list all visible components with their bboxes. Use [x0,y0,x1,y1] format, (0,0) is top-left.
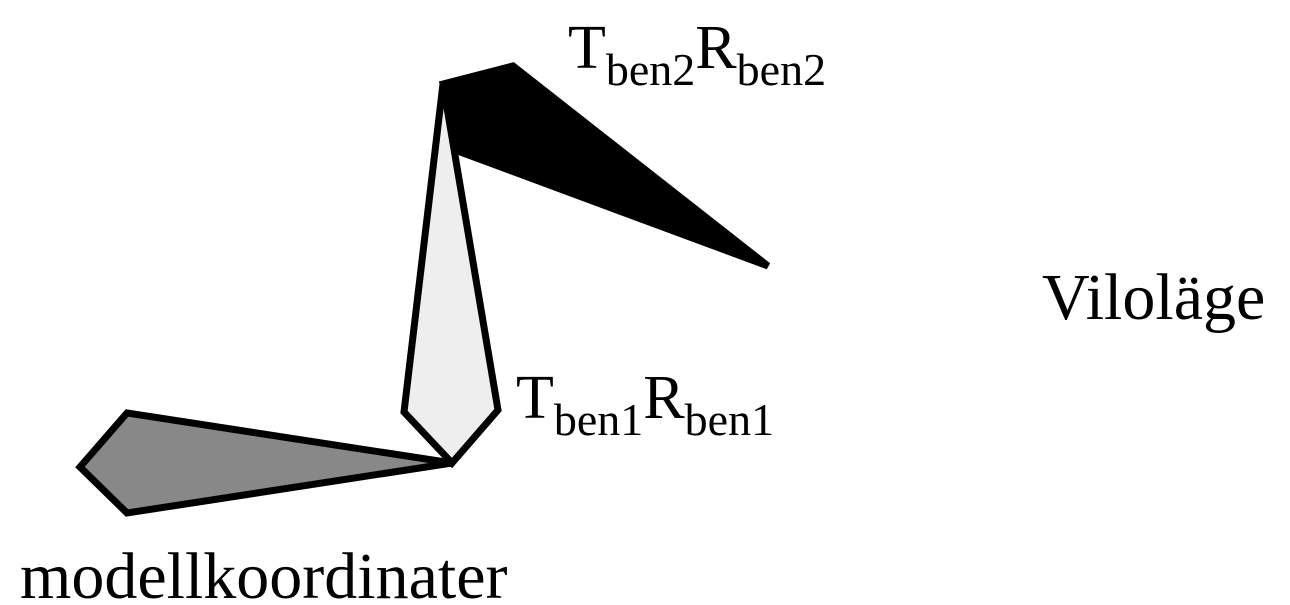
joint1-r-symbol: R [643,364,685,432]
bone-segment-base [75,409,453,517]
model-coordinates-label: modellkoordinater [20,540,508,605]
rest-pose-label: Viloläge [1042,261,1265,334]
joint2-t-symbol: T [568,14,606,82]
joint1-t-symbol: T [516,364,554,432]
joint2-r-symbol: R [695,14,737,82]
joint1-transform-label: Tben1Rben1 [516,364,774,445]
joint2-r-subscript: ben2 [737,44,826,95]
bone-segment-top [438,62,771,270]
joint2-t-subscript: ben2 [606,44,695,95]
joint1-t-subscript: ben1 [554,394,643,445]
joint2-transform-label: Tben2Rben2 [568,14,826,95]
joint1-r-subscript: ben1 [685,394,774,445]
